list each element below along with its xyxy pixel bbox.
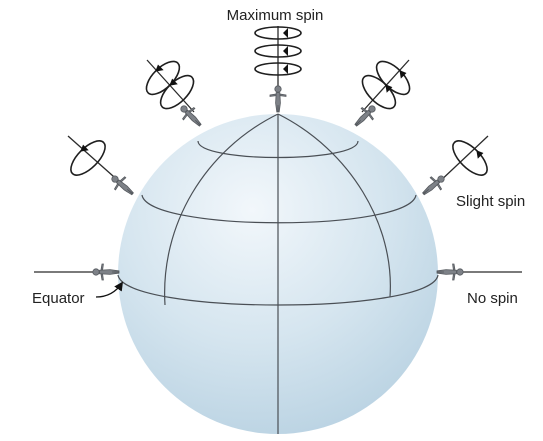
- left-mid-axis: [67, 135, 123, 185]
- observer-figure-left-upper: [175, 100, 207, 132]
- observer-figure-right-mid: [417, 170, 450, 201]
- equator-arrow: [95, 281, 124, 298]
- observer-figure-right-equator: [436, 263, 464, 281]
- no-spin-label: No spin: [467, 290, 518, 307]
- observer-figure-top: [269, 85, 287, 113]
- slight-spin-label: Slight spin: [456, 193, 525, 210]
- right-upper-axis: [361, 59, 410, 113]
- equator-label: Equator: [32, 290, 85, 307]
- left-upper-rotation-icon: [145, 60, 195, 110]
- right-mid-axis: [436, 135, 489, 185]
- maximum-spin-label: Maximum spin: [227, 7, 324, 24]
- left-mid-rotation-icon: [70, 140, 106, 176]
- right-upper-rotation-icon: [361, 60, 411, 110]
- observer-figure-left-equator: [92, 263, 120, 281]
- max-spin-rotation-icon: [254, 26, 302, 76]
- observer-figure-right-upper: [349, 100, 381, 132]
- left-upper-axis: [146, 59, 195, 113]
- slight-spin-rotation-icon: [452, 140, 488, 176]
- meridian-right: [277, 113, 391, 298]
- latitude-line-high: [141, 194, 417, 224]
- meridian-left: [164, 113, 279, 306]
